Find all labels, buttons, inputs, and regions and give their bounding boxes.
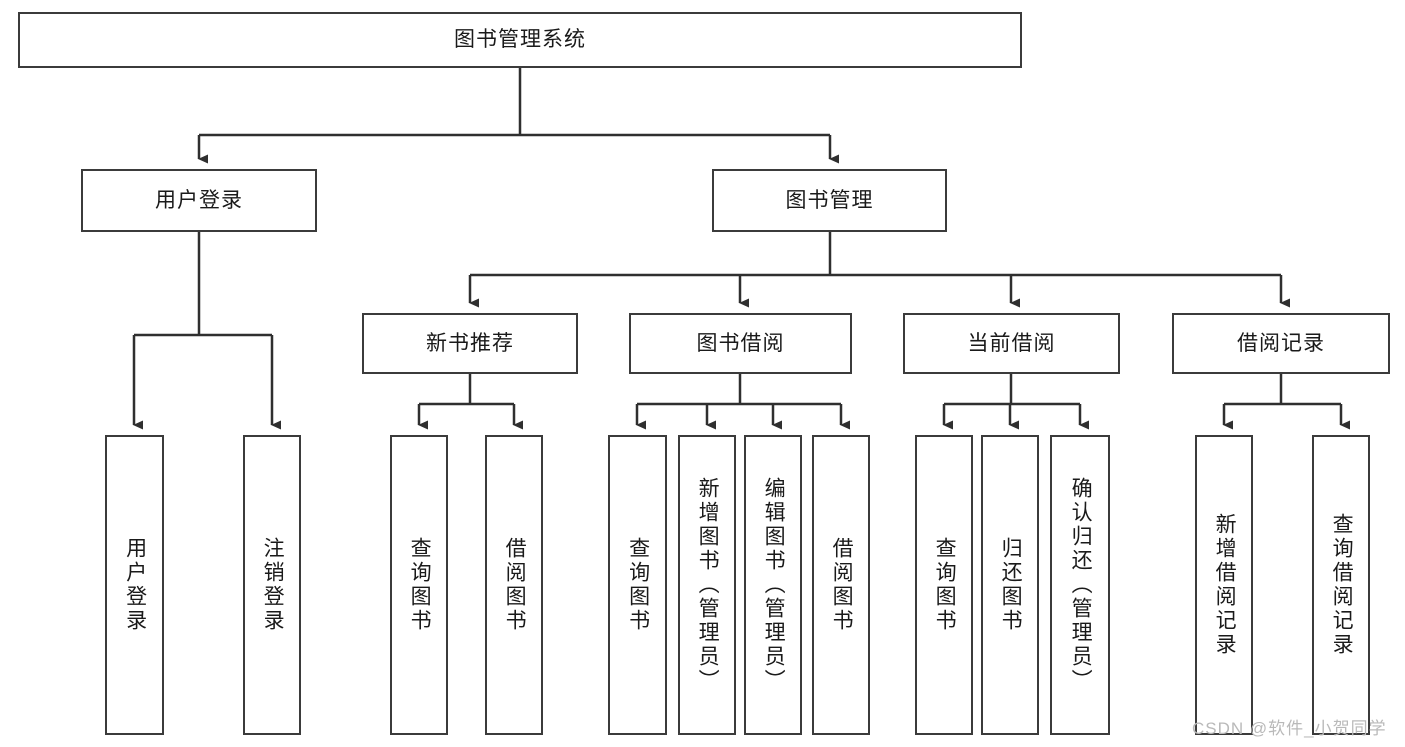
node-borrow-record-label: 借阅记录 [1237, 331, 1325, 355]
node-book-management[interactable]: 图书管理 [712, 169, 947, 232]
leaf-query-borrow-record[interactable]: 查询借阅记录 [1312, 435, 1370, 735]
connector-group-book-management [468, 232, 1290, 308]
node-current-borrow-label: 当前借阅 [967, 331, 1056, 355]
leaf-add-borrow-record-label: 新增借阅记录 [1213, 513, 1237, 657]
leaf-edit-book-admin[interactable]: 编辑图书（管理员） [744, 435, 802, 735]
node-root-label: 图书管理系统 [454, 28, 586, 52]
node-user-login-label: 用户登录 [155, 188, 243, 212]
node-root[interactable]: 图书管理系统 [18, 12, 1022, 68]
node-book-borrow[interactable]: 图书借阅 [629, 313, 852, 374]
leaf-query-book-borrow-label: 查询图书 [626, 537, 650, 633]
leaf-user-login-label: 用户登录 [123, 537, 147, 633]
leaf-add-borrow-record[interactable]: 新增借阅记录 [1195, 435, 1253, 735]
leaf-add-book-admin[interactable]: 新增图书（管理员） [678, 435, 736, 735]
leaf-return-book[interactable]: 归还图书 [981, 435, 1039, 735]
leaf-query-book-recommend[interactable]: 查询图书 [390, 435, 448, 735]
leaf-query-book-current-label: 查询图书 [933, 537, 957, 633]
leaf-confirm-return-admin-label: 确认归还（管理员） [1069, 477, 1093, 693]
connector-group-user-login [132, 232, 281, 430]
node-borrow-record[interactable]: 借阅记录 [1172, 313, 1390, 374]
leaf-logout[interactable]: 注销登录 [243, 435, 301, 735]
node-new-book-recommend-label: 新书推荐 [426, 331, 514, 355]
node-book-management-label: 图书管理 [785, 188, 874, 212]
connector-group-book-borrow [635, 374, 850, 430]
leaf-query-book-recommend-label: 查询图书 [408, 537, 432, 633]
node-current-borrow[interactable]: 当前借阅 [903, 313, 1120, 374]
leaf-query-book-current[interactable]: 查询图书 [915, 435, 973, 735]
leaf-add-book-admin-label: 新增图书（管理员） [696, 477, 720, 693]
csdn-watermark: CSDN @软件_小贺同学 [1192, 719, 1387, 738]
leaf-borrow-book-recommend-label: 借阅图书 [503, 537, 527, 633]
leaf-borrow-book[interactable]: 借阅图书 [812, 435, 870, 735]
connector-group-new-book-recommend [417, 374, 523, 430]
leaf-confirm-return-admin[interactable]: 确认归还（管理员） [1050, 435, 1110, 735]
leaf-edit-book-admin-label: 编辑图书（管理员） [762, 477, 786, 693]
node-book-borrow-label: 图书借阅 [696, 331, 785, 355]
leaf-borrow-book-label: 借阅图书 [830, 537, 854, 633]
connector-group-root [197, 68, 839, 164]
leaf-user-login[interactable]: 用户登录 [105, 435, 164, 735]
leaf-logout-label: 注销登录 [261, 537, 285, 633]
leaf-return-book-label: 归还图书 [999, 537, 1023, 633]
connector-group-current-borrow [942, 374, 1089, 430]
leaf-query-book-borrow[interactable]: 查询图书 [608, 435, 667, 735]
connector-group-borrow-record [1222, 374, 1350, 430]
leaf-query-borrow-record-label: 查询借阅记录 [1330, 513, 1354, 657]
node-new-book-recommend[interactable]: 新书推荐 [362, 313, 578, 374]
node-user-login[interactable]: 用户登录 [81, 169, 317, 232]
leaf-borrow-book-recommend[interactable]: 借阅图书 [485, 435, 543, 735]
